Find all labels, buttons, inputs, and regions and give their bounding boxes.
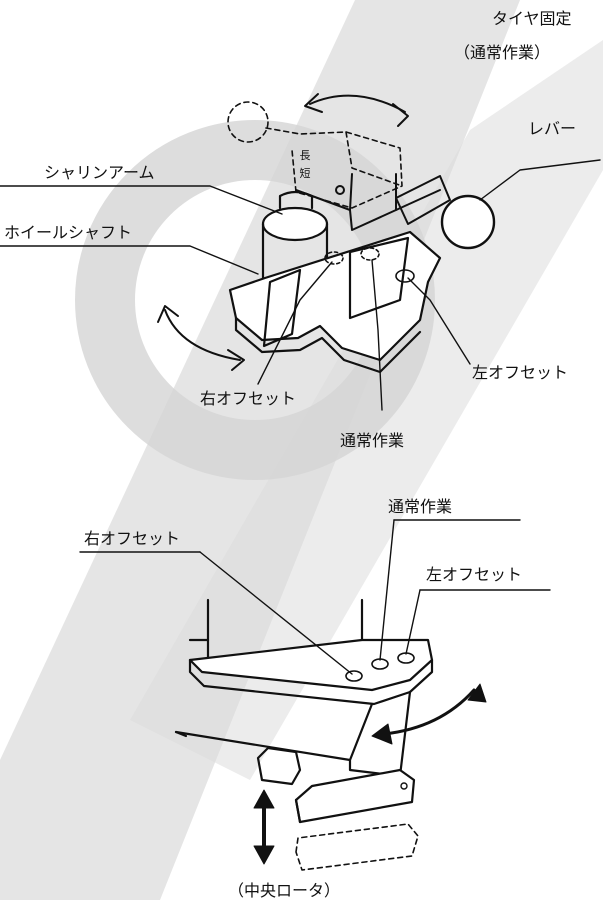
lever-ball [440,194,496,250]
leader-lever [479,159,601,201]
offset-holes-top [324,247,380,265]
bottom-figure [79,519,551,871]
rotation-arrow-top-head-left [304,93,323,113]
label-wheel-shaft: ホイールシャフト [4,223,133,242]
label-left-offset-top: 左オフセット [472,363,569,382]
rotation-arrow-left-head-top [157,305,179,323]
leader-shaline-arm [0,185,283,215]
label-long: 長 [299,149,311,162]
leader-normal-work-top [371,259,383,411]
label-right-offset-top: 右オフセット [200,389,297,408]
leader-right-offset-bottom [199,551,353,675]
ghost-lever [227,101,403,209]
rotation-arrow-left [164,309,241,361]
bottom-hole-right [345,670,363,682]
leader-left-offset-top [407,277,471,365]
rotation-arrow-left-head-bottom [227,349,245,371]
rotation-arrow-top-head-right [392,103,409,127]
leader-right-offset-top [257,261,333,385]
hex-nut [256,746,302,786]
label-left-offset-bottom: 左オフセット [426,565,523,584]
leader-wheel-shaft [0,245,259,275]
label-normal-work-bottom: 通常作業 [388,497,453,516]
bottom-flange [188,638,434,692]
label-right-offset-bottom: 右オフセット [84,529,181,548]
label-tire-fix: タイヤ固定 [492,9,572,28]
leader-normal-work-bottom [379,519,395,661]
left-offset-hole [395,269,415,283]
label-normal-work-paren: （通常作業） [454,43,551,62]
leader-left-offset-bottom [405,589,421,655]
rotation-arrow-right [382,688,476,736]
rotation-arrow-top [309,94,406,113]
ghost-arm [295,823,419,871]
label-shaline-arm: シャリンアーム [44,163,155,182]
bracket-right [348,236,410,320]
label-center-rotor: （中央ロータ） [228,881,341,900]
top-figure [0,93,601,411]
bottom-body [174,690,412,778]
bracket-left [262,268,302,348]
label-short: 短 [299,167,311,180]
lever-rod [395,175,451,225]
bottom-arm [294,768,416,824]
label-lever: レバー [528,119,577,138]
label-normal-work-top: 通常作業 [340,431,405,450]
